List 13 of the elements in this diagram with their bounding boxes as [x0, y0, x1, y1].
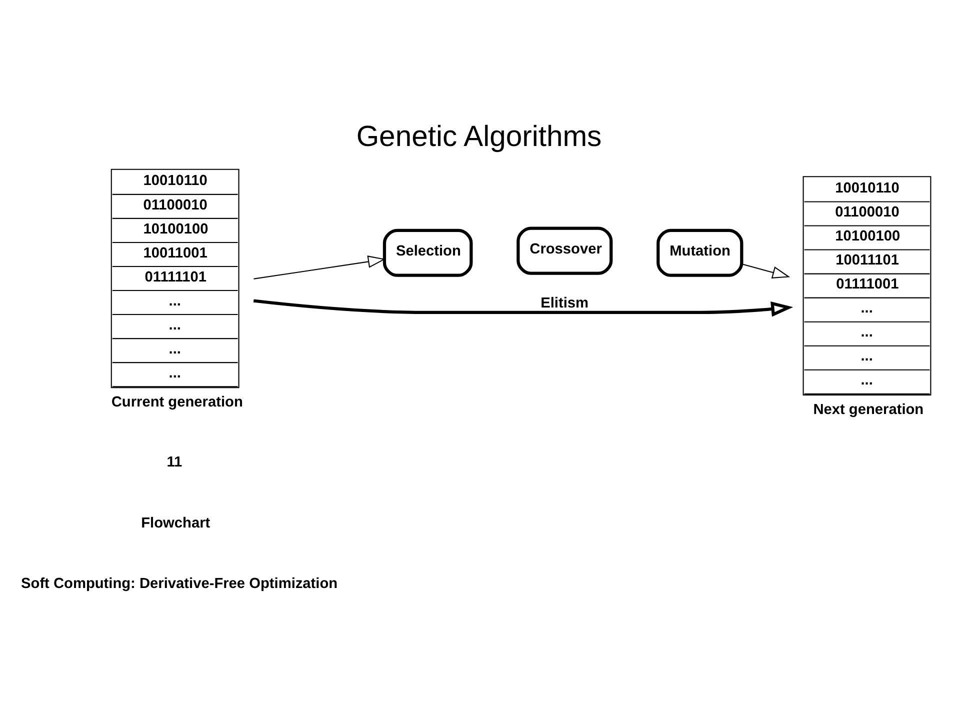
arrow: [742, 263, 790, 278]
node-box: Selection: [382, 228, 473, 276]
diagram-title: Genetic Algorithms: [356, 120, 602, 152]
arrow: [253, 298, 794, 316]
node-box: Crossover: [516, 226, 613, 274]
node-label: Next generation: [813, 401, 924, 418]
edge-label: Elitism: [540, 294, 589, 311]
node-box: Mutation: [656, 228, 744, 276]
node-label: Current generation: [111, 394, 243, 410]
label: 11: [166, 454, 182, 470]
label: Flowchart: [141, 514, 210, 531]
label: Soft Computing: Derivative-Free Optimization: [21, 575, 338, 592]
arrow: [254, 255, 386, 279]
